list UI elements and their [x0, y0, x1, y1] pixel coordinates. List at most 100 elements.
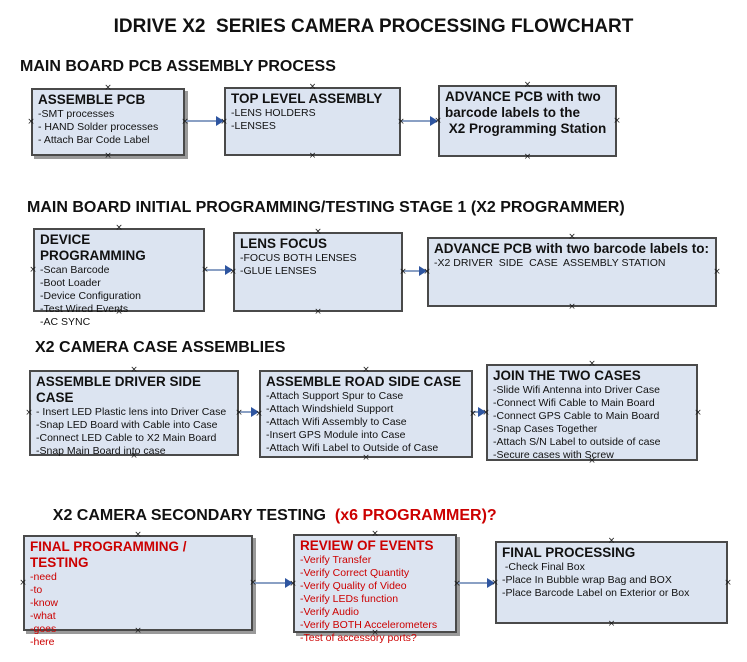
box-item: -SMT processes — [38, 108, 115, 120]
arrowhead-icon — [430, 116, 438, 126]
box-item: -Attach Wifi Label to Outside of Case — [266, 442, 439, 454]
box-item: -Attach S/N Label to outside of case — [493, 436, 661, 448]
box-item: -Test Wired Events — [40, 303, 129, 315]
arrowhead-icon — [285, 578, 293, 588]
box-item: -Place Barcode Label on Exterior or Box — [502, 587, 690, 599]
box-item: -FOCUS BOTH LENSES — [240, 252, 357, 264]
flow-arrow — [205, 265, 233, 275]
flow-box-top-level-assembly: TOP LEVEL ASSEMBLY -LENS HOLDERS-LENSES — [224, 87, 401, 156]
box-item: -Test of accessory ports? — [300, 632, 417, 644]
box-title: TOP LEVEL ASSEMBLY — [231, 91, 383, 106]
flow-box-review-of-events: REVIEW OF EVENTS -Verify Transfer-Verify… — [293, 534, 457, 644]
section-heading-secondary-testing: X2 CAMERA SECONDARY TESTING (x6 PROGRAMM… — [35, 489, 497, 543]
flow-arrow — [239, 407, 259, 417]
box-item: - HAND Solder processes — [38, 121, 159, 133]
box-items: -Slide Wifi Antenna into Driver Case-Con… — [493, 384, 692, 462]
flow-box-advance-pcb-driver-side: ADVANCE PCB with two barcode labels to: … — [427, 237, 717, 307]
box-item: -Device Configuration — [40, 290, 141, 302]
box-item: -to — [30, 584, 43, 596]
page-title: IDRIVE X2 SERIES CAMERA PROCESSING FLOWC… — [113, 16, 634, 37]
box-item: -Verify Correct Quantity — [300, 567, 410, 579]
box-items: -Verify Transfer-Verify Correct Quantity… — [300, 554, 451, 645]
box-title: JOIN THE TWO CASES — [493, 368, 641, 383]
box-title: ASSEMBLE ROAD SIDE CASE — [266, 374, 462, 389]
flow-arrow — [473, 407, 486, 417]
flow-box-assemble-driver-side-case: ASSEMBLE DRIVER SIDE CASE - Insert LED P… — [29, 370, 239, 458]
flow-box-assemble-road-side-case: ASSEMBLE ROAD SIDE CASE -Attach Support … — [259, 370, 473, 458]
box-item: -Connect LED Cable to X2 Main Board — [36, 432, 217, 444]
box-title: FINAL PROGRAMMING / TESTING — [30, 539, 191, 570]
box-items: - Insert LED Plastic lens into Driver Ca… — [36, 406, 233, 458]
box-item: -Verify Quality of Video — [300, 580, 407, 592]
box-item: -here — [30, 636, 55, 648]
box-item: -X2 DRIVER SIDE CASE ASSEMBLY STATION — [434, 257, 666, 269]
box-item: -Boot Loader — [40, 277, 101, 289]
box-title: ADVANCE PCB with two barcode labels to: — [434, 241, 710, 256]
box-item: -Verify BOTH Accelerometers — [300, 619, 438, 631]
arrowhead-icon — [251, 407, 259, 417]
box-item: -Connect GPS Cable to Main Board — [493, 410, 660, 422]
box-item: -Snap Main Board into case — [36, 445, 166, 457]
box-item: -Place In Bubble wrap Bag and BOX — [502, 574, 672, 586]
box-item: -Attach Wifi Assembly to Case — [266, 416, 407, 428]
box-item: -know — [30, 597, 59, 609]
box-item: -Verify LEDs function — [300, 593, 399, 605]
box-items: -Scan Barcode-Boot Loader-Device Configu… — [40, 264, 199, 329]
box-item: -Insert GPS Module into Case — [266, 429, 406, 441]
flow-box-assemble-pcb: ASSEMBLE PCB -SMT processes- HAND Solder… — [31, 88, 185, 156]
box-item: -Verify Transfer — [300, 554, 372, 566]
box-item: -Snap Cases Together — [493, 423, 598, 435]
flow-arrow — [253, 578, 293, 588]
box-item: -LENS HOLDERS — [231, 107, 316, 119]
box-item: -Secure cases with Screw — [493, 449, 614, 461]
flow-arrow — [401, 116, 438, 126]
section-heading-pcb-assembly: MAIN BOARD PCB ASSEMBLY PROCESS — [20, 58, 336, 75]
flow-box-lens-focus: LENS FOCUS -FOCUS BOTH LENSES-GLUE LENSE… — [233, 232, 403, 312]
arrowhead-icon — [225, 265, 233, 275]
arrowhead-icon — [478, 407, 486, 417]
box-item: -Scan Barcode — [40, 264, 110, 276]
section-heading-text: X2 CAMERA SECONDARY TESTING — [52, 507, 326, 524]
flow-arrow — [403, 266, 427, 276]
box-title: FINAL PROCESSING — [502, 545, 636, 560]
box-item: -GLUE LENSES — [240, 265, 317, 277]
box-item: - Attach Bar Code Label — [38, 134, 150, 146]
box-item: -Attach Windshield Support — [266, 403, 394, 415]
box-item: -goes — [30, 623, 57, 635]
box-item: -Attach Support Spur to Case — [266, 390, 404, 402]
box-items: -LENS HOLDERS-LENSES — [231, 107, 395, 133]
box-item: -LENSES — [231, 120, 276, 132]
box-item: - Insert LED Plastic lens into Driver Ca… — [36, 406, 227, 418]
box-title: ASSEMBLE PCB — [38, 92, 146, 107]
section-heading-case-assemblies: X2 CAMERA CASE ASSEMBLIES — [35, 339, 286, 356]
box-item: -need — [30, 571, 57, 583]
box-title: DEVICE PROGRAMMING — [40, 232, 146, 263]
arrowhead-icon — [487, 578, 495, 588]
flow-box-advance-pcb-programming-station: ADVANCE PCB with two barcode labels to t… — [438, 85, 617, 157]
flow-box-final-processing: FINAL PROCESSING -Check Final Box-Place … — [495, 541, 728, 624]
box-item: -Verify Audio — [300, 606, 359, 618]
box-items: -Check Final Box-Place In Bubble wrap Ba… — [502, 561, 722, 600]
box-title: ASSEMBLE DRIVER SIDE CASE — [36, 374, 205, 405]
box-items: -SMT processes- HAND Solder processes- A… — [38, 108, 179, 147]
box-items: -FOCUS BOTH LENSES-GLUE LENSES — [240, 252, 397, 278]
box-title: ADVANCE PCB with two barcode labels to t… — [445, 89, 607, 136]
flow-box-final-programming-testing: FINAL PROGRAMMING / TESTING -need-to-kno… — [23, 535, 253, 648]
box-items: -need-to-know-what-goes-here — [30, 571, 247, 649]
flow-arrow — [457, 578, 495, 588]
box-item: -what — [30, 610, 56, 622]
flow-box-join-two-cases: JOIN THE TWO CASES -Slide Wifi Antenna i… — [486, 364, 698, 461]
box-title: REVIEW OF EVENTS — [300, 538, 434, 553]
section-heading-red-text: (x6 PROGRAMMER)? — [326, 507, 497, 524]
flow-box-device-programming: DEVICE PROGRAMMING -Scan Barcode-Boot Lo… — [33, 228, 205, 328]
box-item: -Slide Wifi Antenna into Driver Case — [493, 384, 660, 396]
box-item: -Snap LED Board with Cable into Case — [36, 419, 218, 431]
box-item: -Connect Wifi Cable to Main Board — [493, 397, 655, 409]
box-item: -Check Final Box — [502, 561, 585, 573]
arrowhead-icon — [216, 116, 224, 126]
flow-arrow — [185, 116, 224, 126]
box-items: -Attach Support Spur to Case-Attach Wind… — [266, 390, 467, 455]
box-title: LENS FOCUS — [240, 236, 328, 251]
box-item: -AC SYNC — [40, 316, 91, 328]
